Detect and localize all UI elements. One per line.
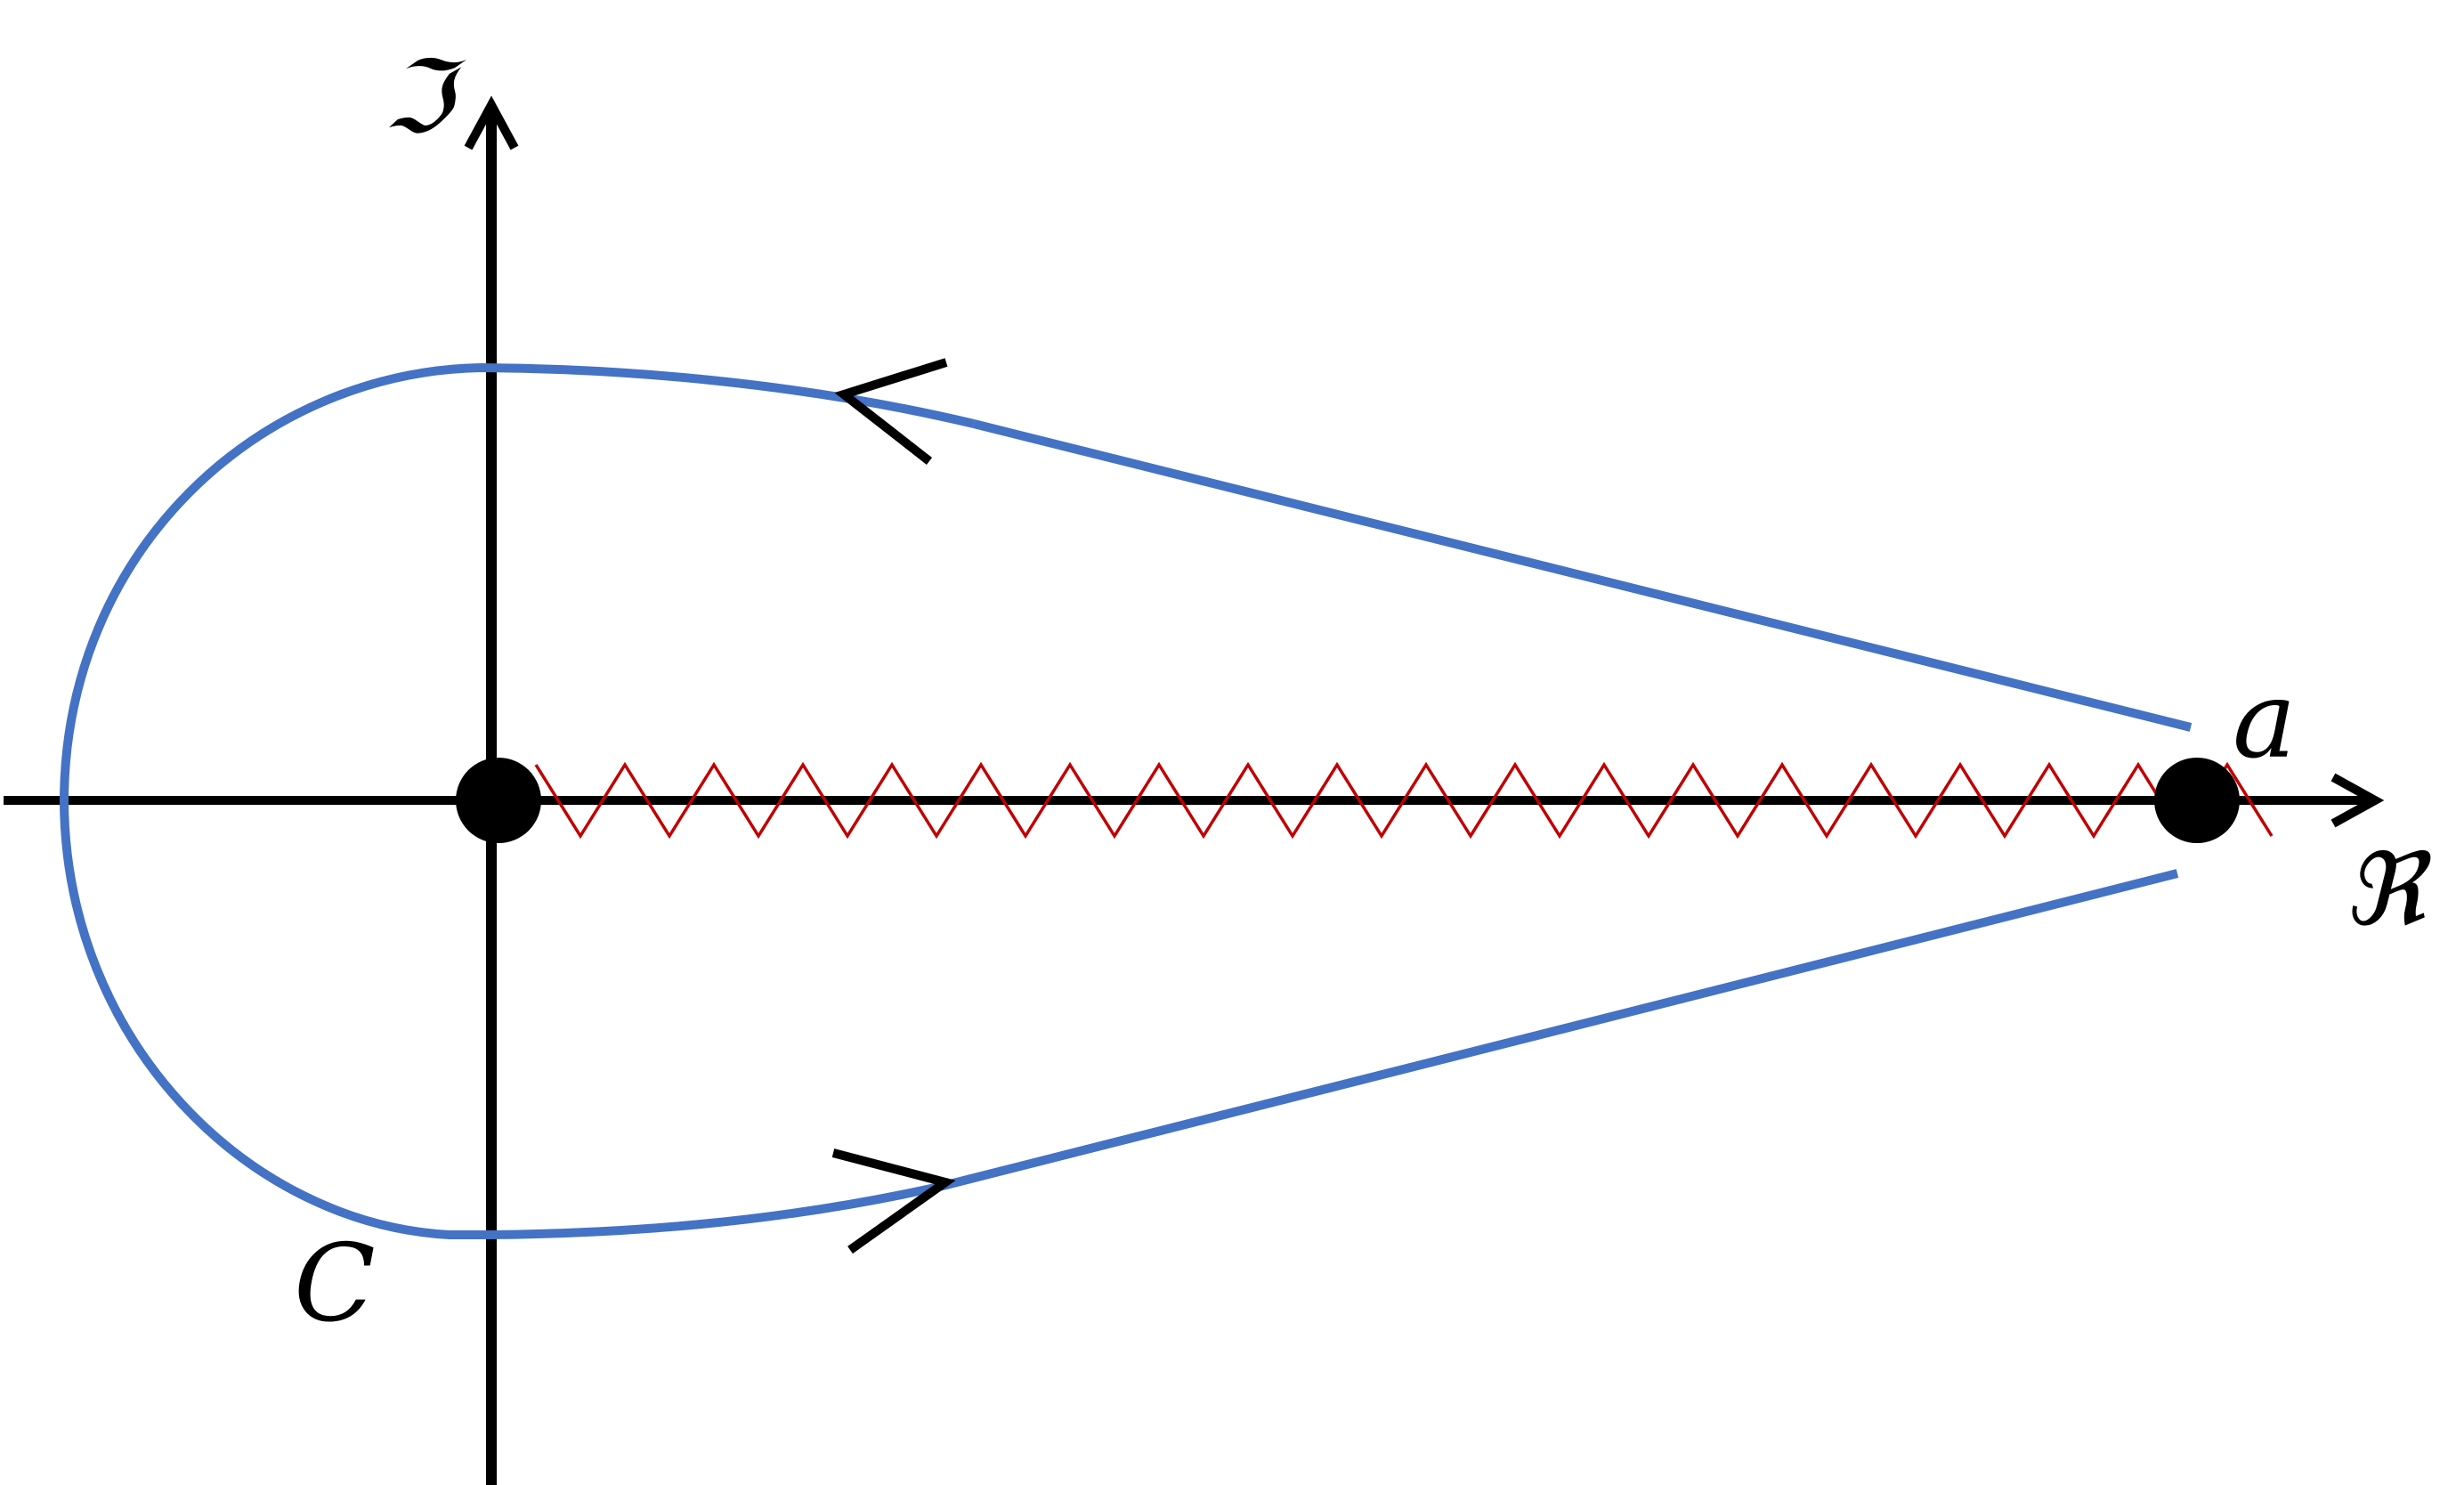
contour-arrow-lower bbox=[831, 1148, 956, 1254]
branch-point-a bbox=[2154, 758, 2240, 843]
real-axis-label: ℜ bbox=[2343, 832, 2433, 948]
imaginary-axis-arrowhead bbox=[464, 95, 519, 150]
origin-point bbox=[456, 758, 541, 843]
branch-cut bbox=[534, 761, 2274, 840]
contour-loop bbox=[59, 362, 976, 1240]
real-axis-arrowhead bbox=[2330, 773, 2385, 828]
contour-arrow-upper bbox=[834, 358, 948, 465]
contour-lower-line bbox=[937, 869, 2179, 1191]
imaginary-axis-label: ℑ bbox=[383, 40, 467, 156]
contour-upper-line bbox=[972, 419, 2192, 732]
point-a-label: a bbox=[2233, 659, 2297, 783]
contour-label: C bbox=[294, 1222, 376, 1346]
